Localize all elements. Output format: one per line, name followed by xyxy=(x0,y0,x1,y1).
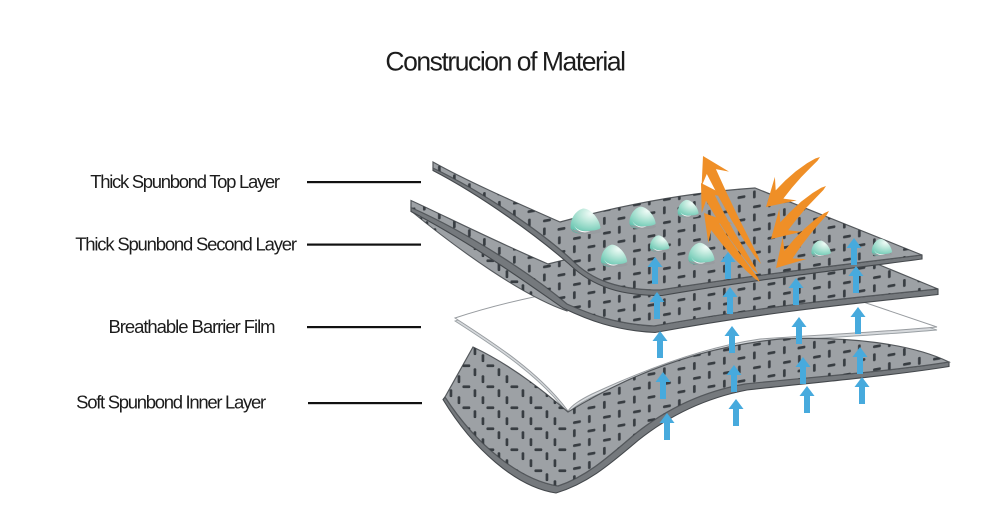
svg-text:Construcion of Material: Construcion of Material xyxy=(385,47,625,77)
svg-text:Thick Spunbond Top Layer: Thick Spunbond Top Layer xyxy=(90,171,280,192)
svg-text:Soft Spunbond Inner Layer: Soft Spunbond Inner Layer xyxy=(76,392,266,413)
svg-text:Thick Spunbond Second Layer: Thick Spunbond Second Layer xyxy=(75,234,297,255)
svg-text:Breathable Barrier Film: Breathable Barrier Film xyxy=(108,316,275,337)
